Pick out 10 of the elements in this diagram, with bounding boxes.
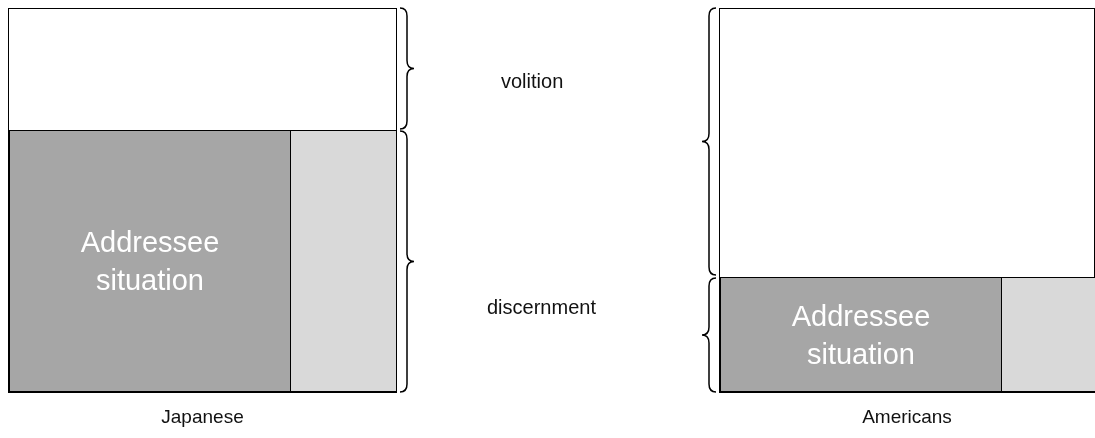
- blank-box: [290, 130, 397, 392]
- group-caption: Japanese: [161, 406, 244, 427]
- situation-box: [9, 130, 291, 392]
- blank-box: [1001, 277, 1095, 392]
- side-label: discernment: [487, 296, 596, 319]
- side-label: volition: [501, 70, 564, 93]
- box-label: Addressee situation: [790, 298, 932, 372]
- situation-box: [720, 277, 1002, 392]
- group-caption: Americans: [862, 406, 952, 427]
- box-label: Addressee situation: [79, 225, 221, 298]
